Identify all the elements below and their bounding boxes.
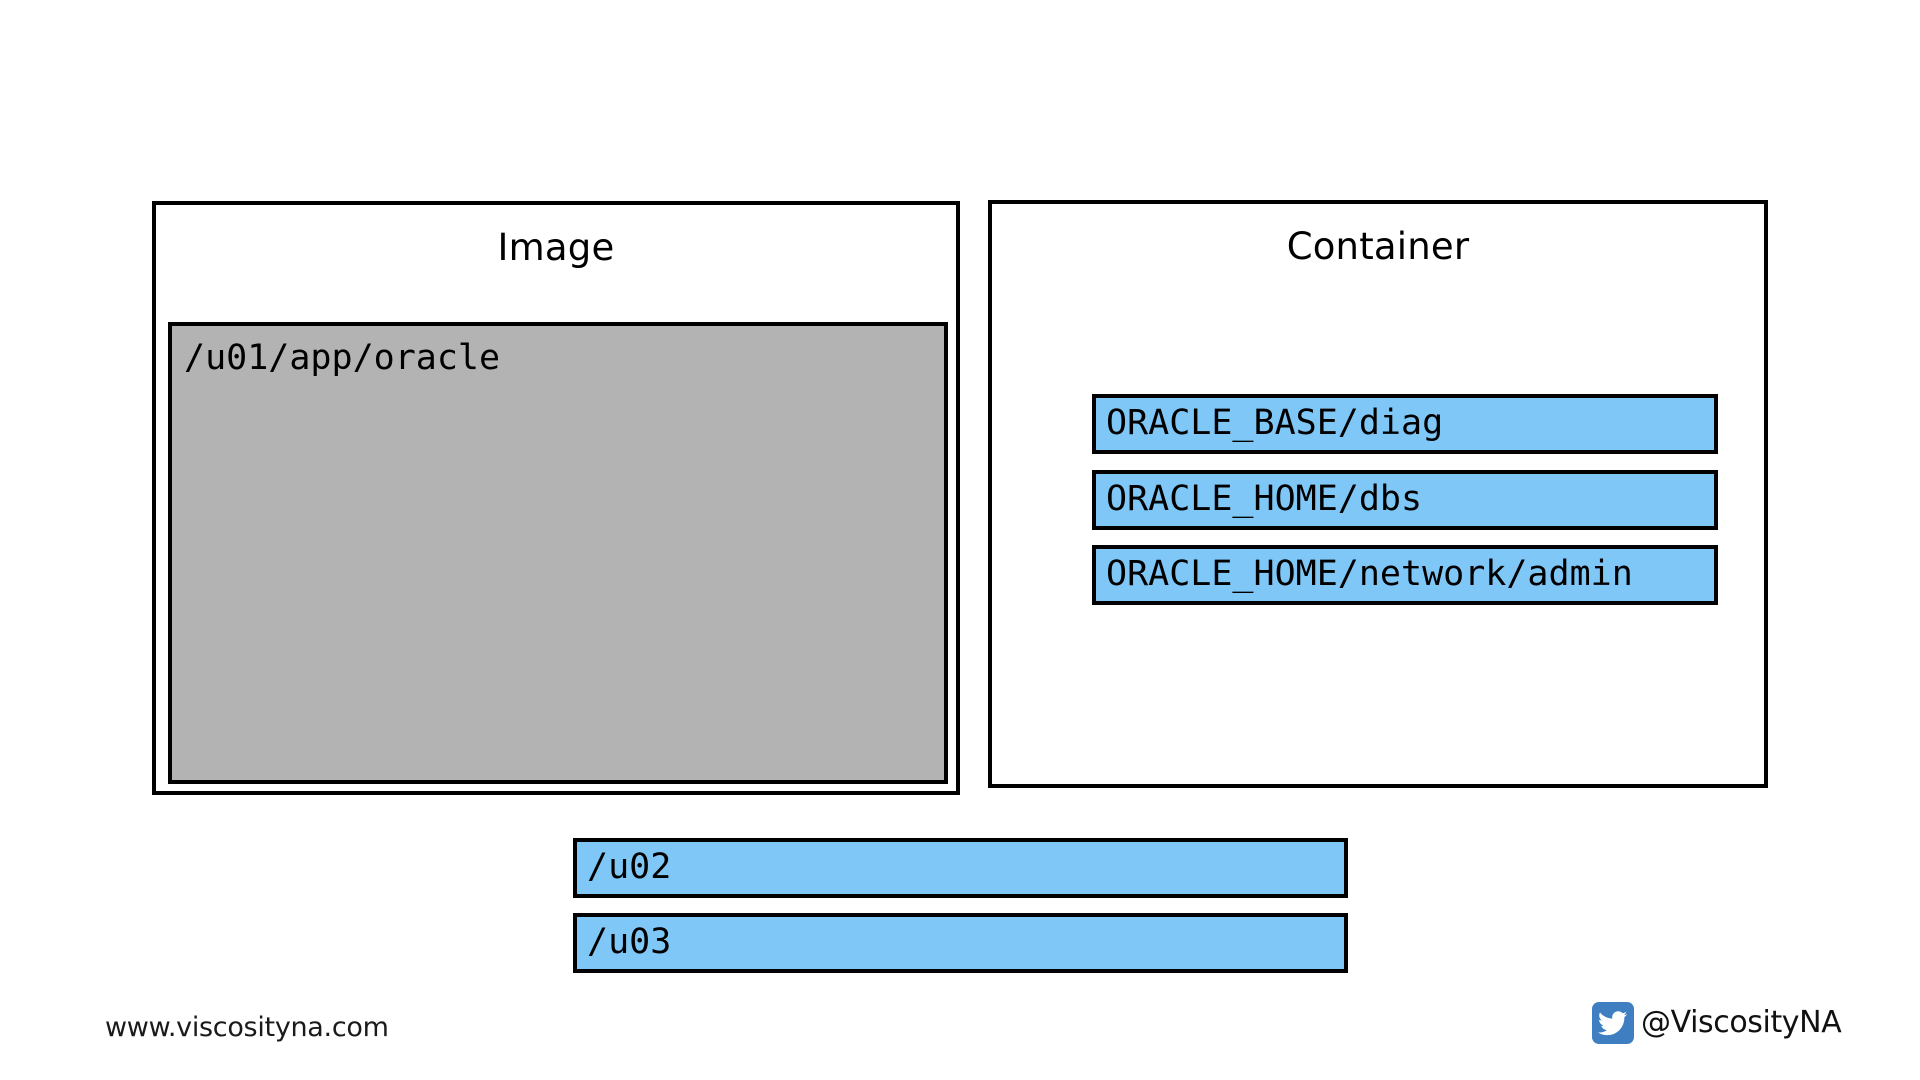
image-panel-title: Image — [497, 226, 615, 269]
image-panel: Image /u01/app/oracle — [152, 201, 960, 795]
volume-bar-u03: /u03 — [573, 913, 1348, 973]
twitter-bird-icon — [1592, 1002, 1634, 1044]
container-panel-title: Container — [1286, 225, 1470, 268]
container-panel: Container ORACLE_BASE/diag ORACLE_HOME/d… — [988, 200, 1768, 788]
volume-label-oracle-base-diag: ORACLE_BASE/diag — [1106, 403, 1444, 444]
image-layer-block: /u01/app/oracle — [168, 322, 948, 784]
footer-website-text: www.viscosityna.com — [105, 1012, 389, 1043]
volume-label-u02: /u02 — [587, 847, 672, 888]
volume-label-oracle-home-network-admin: ORACLE_HOME/network/admin — [1106, 554, 1633, 595]
footer-social: @ViscosityNA — [1592, 1002, 1842, 1044]
volume-bar-oracle-home-network-admin: ORACLE_HOME/network/admin — [1092, 545, 1718, 605]
volume-bar-u02: /u02 — [573, 838, 1348, 898]
volume-bar-oracle-base-diag: ORACLE_BASE/diag — [1092, 394, 1718, 454]
image-layer-path-label: /u01/app/oracle — [184, 338, 501, 378]
volume-bar-oracle-home-dbs: ORACLE_HOME/dbs — [1092, 470, 1718, 530]
footer-social-handle: @ViscosityNA — [1641, 1005, 1842, 1040]
volume-label-u03: /u03 — [587, 922, 672, 963]
volume-label-oracle-home-dbs: ORACLE_HOME/dbs — [1106, 479, 1423, 520]
